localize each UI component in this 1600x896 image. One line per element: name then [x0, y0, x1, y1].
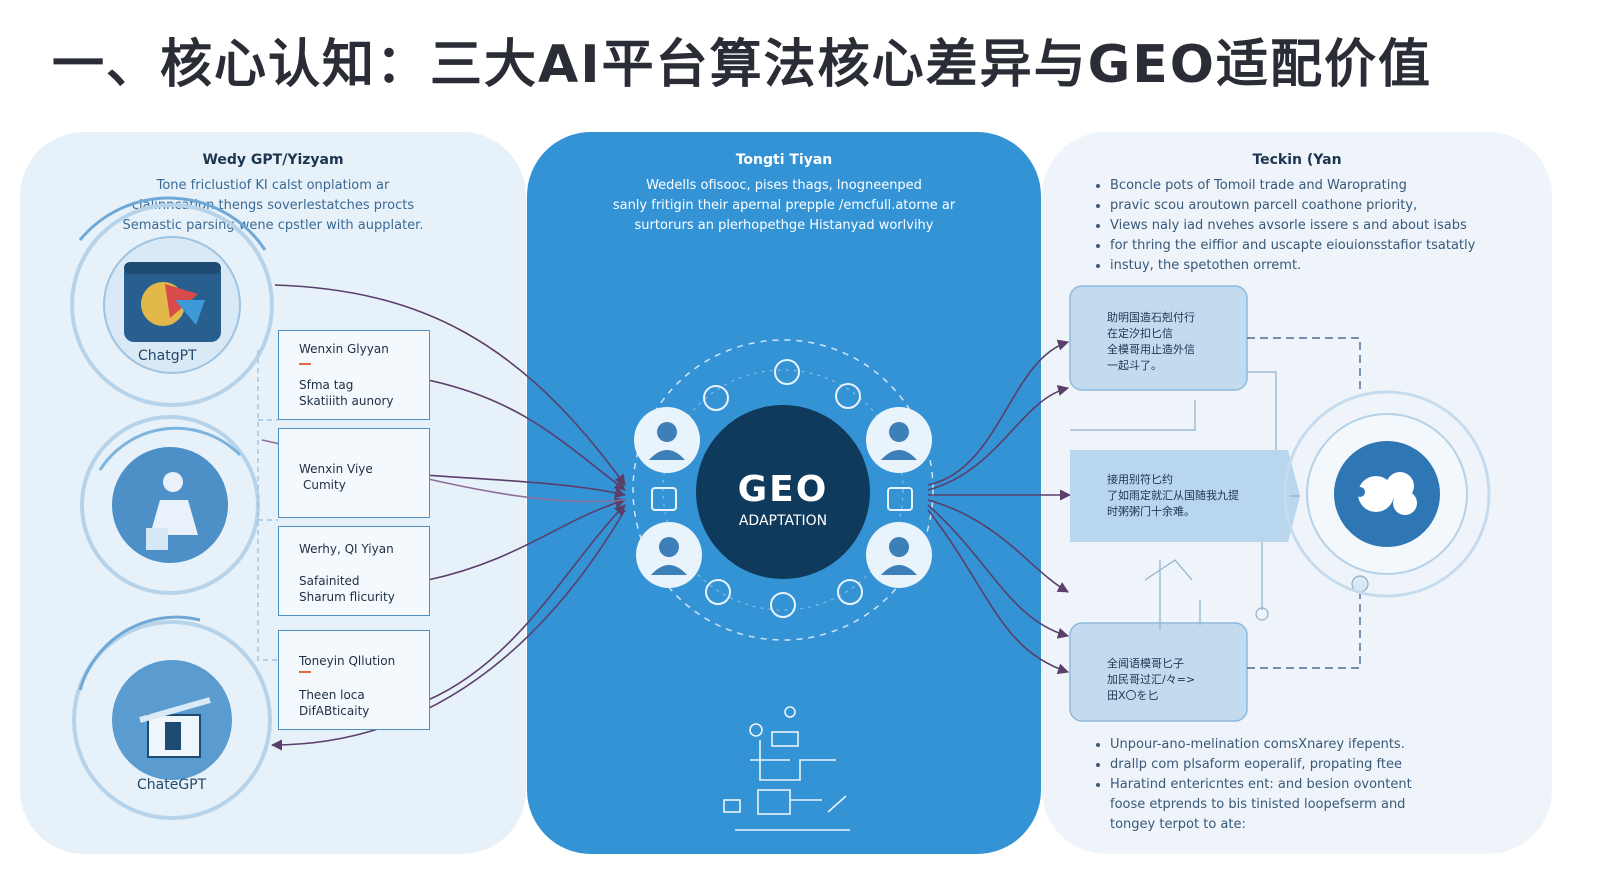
box-subtitle: Theen loca DifABticaity: [299, 688, 370, 718]
box-subtitle: Cumity: [303, 478, 346, 492]
user-avatar-icon: [866, 522, 932, 588]
hub-small-icons: [651, 359, 913, 618]
bullet-item: foose etprends to bis tinisted loopefser…: [1110, 797, 1406, 812]
box-subtitle: Safainited Sharum flicurity: [299, 574, 395, 604]
platform-label-chatgpt: ChatgPT: [138, 348, 197, 364]
left-desc-line: Semastic parsing wene cpstler with auppl…: [122, 218, 424, 233]
right-info-box: [1069, 622, 1248, 722]
right-box-text: 全闻语模哥匕子 加民哥过汇/々=> 田X〇を匕: [1107, 657, 1196, 702]
center-desc-line: surtorurs an plerhopethge Histanyad worl…: [634, 218, 934, 233]
right-top-bullets: Bconcle pots of Tomoil trade and Waropra…: [1088, 176, 1475, 276]
right-box-text: 助明国造石剋付行 在定汐扣匕信 全模哥用止造外信 一起斗了。: [1107, 311, 1195, 372]
box-title: Werhy, QI Yiyan: [299, 542, 394, 556]
bullet-item: tongey terpot to ate:: [1110, 817, 1246, 832]
box-title: Toneyin Qllution: [299, 654, 396, 668]
left-desc-line: Tone friclustiof KI calst onplatiom ar: [156, 178, 390, 193]
left-dashed-frame: [257, 350, 278, 661]
platform-label-chategpt: ChateGPT: [137, 777, 207, 793]
user-avatar-icon: [634, 407, 700, 473]
network-icon: [723, 706, 850, 831]
bullet-item: for thring the eiffior and uscapte eioui…: [1110, 236, 1475, 256]
box-title: Wenxin Viye: [299, 462, 373, 476]
bullet-item: Unpour-ano-melination comsXnarey ifepent…: [1110, 735, 1412, 755]
core-title: GEO: [737, 469, 829, 510]
person-icon: [146, 472, 198, 550]
bullet-item: drallp com plsaform eoperalif, propating…: [1110, 755, 1412, 775]
user-avatar-icon: [636, 522, 702, 588]
geo-adaptation-core: GEO ADAPTATION: [696, 405, 870, 579]
platform-box-1: Wenxin Glyyan Sfma tag Skatiiith aunory: [278, 330, 430, 420]
right-bottom-bullets: Unpour-ano-melination comsXnarey ifepent…: [1088, 735, 1412, 835]
page-title: 一、核心认知：三大AI平台算法核心差异与GEO适配价值: [52, 35, 1433, 95]
hub-dashed-orbit: [632, 339, 934, 641]
bullet-item: pravic scou aroutown parcell coathone pr…: [1110, 196, 1475, 216]
platform-box-4: Toneyin Qllution Theen loca DifABticaity: [278, 630, 430, 730]
accent-underline: [299, 363, 311, 365]
bullet-item: instuy, the spetothen orremt.: [1110, 256, 1475, 276]
box-subtitle: Sfma tag Skatiiith aunory: [299, 378, 394, 408]
puzzle-icon: [139, 697, 211, 758]
platform-box-3: Werhy, QI Yiyan Safainited Sharum flicur…: [278, 526, 430, 616]
accent-underline: [299, 671, 311, 673]
box-title: Wenxin Glyyan: [299, 342, 389, 356]
left-panel: [20, 132, 526, 854]
right-info-band: [1070, 450, 1300, 542]
bullet-item: Bconcle pots of Tomoil trade and Waropra…: [1110, 176, 1475, 196]
user-avatar-icon: [866, 407, 932, 473]
chat-app-icon: [124, 262, 221, 342]
center-panel-description: Wedells ofisooc, pises thags, lnogneenpe…: [527, 176, 1041, 236]
cloud-icon: [1283, 390, 1491, 598]
center-desc-line: sanly fritigin their apernal prepple /em…: [612, 198, 956, 213]
bullet-item: Views naly iad nvehes avsorle issere s a…: [1110, 216, 1475, 236]
bullet-item: Haratind entericntes ent: and besion ovo…: [1110, 775, 1412, 795]
right-detail-lines: [1070, 371, 1369, 630]
center-desc-line: Wedells ofisooc, pises thags, lnogneenpe…: [646, 178, 922, 193]
left-panel-title: Wedy GPT/Yizyam: [202, 152, 344, 168]
core-subtitle: ADAPTATION: [738, 513, 828, 529]
right-band-text: 接用别符匕约 了如雨定就汇从国随我九提 时粥粥门十余难。: [1107, 473, 1239, 518]
center-panel-title: Tongti Tiyan: [735, 152, 833, 168]
platform-box-2: Wenxin Viye Cumity: [278, 428, 430, 518]
right-connectors: [927, 339, 1072, 675]
right-dashed-frame: [1247, 337, 1361, 669]
right-panel-title: Teckin (Yan: [1252, 152, 1342, 168]
